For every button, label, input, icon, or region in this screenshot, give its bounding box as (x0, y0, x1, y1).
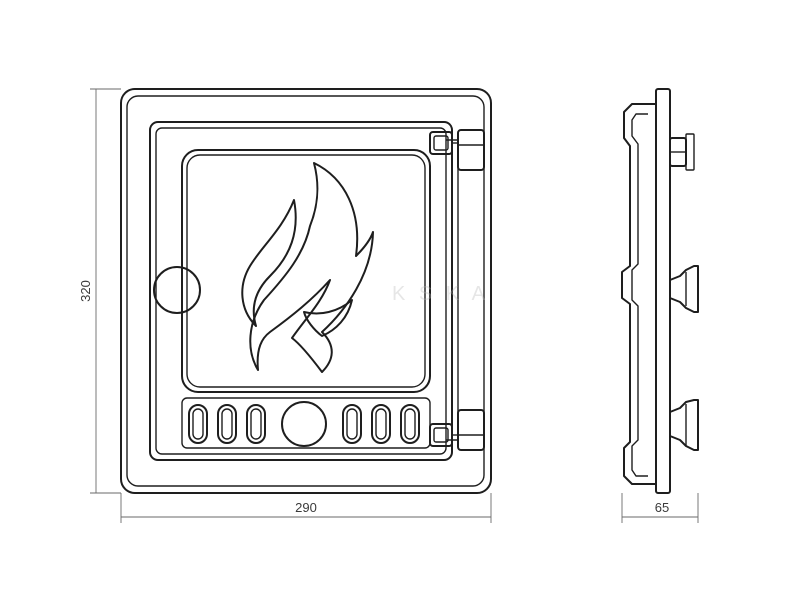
hinge-top (429, 129, 485, 171)
width-dimension: 290 (120, 493, 492, 523)
depth-dimension: 65 (621, 493, 699, 523)
vent-slot-2-inner (221, 408, 233, 440)
front-view (120, 88, 492, 494)
side-hinge-bottom (669, 399, 699, 451)
height-dimension-label: 320 (78, 280, 93, 302)
width-dimension-label: 290 (295, 500, 317, 515)
flame-ornament (241, 162, 374, 373)
height-dimension: 320 (78, 88, 121, 494)
outer-frame (120, 88, 492, 494)
flame-inner-curl (303, 299, 353, 337)
vent-slot-6-inner (404, 408, 416, 440)
vent-slot-1-inner (192, 408, 204, 440)
flame-left-tongue (241, 199, 297, 327)
glass-panel (181, 149, 431, 393)
vent-slot-4 (342, 404, 362, 444)
flame-main (249, 162, 374, 373)
vent-damper (281, 401, 327, 447)
vent-slot-6 (400, 404, 420, 444)
side-handle (669, 265, 699, 313)
depth-dimension-label: 65 (655, 500, 669, 515)
side-door-inner-profile (631, 113, 648, 477)
vent-slot-5-inner (375, 408, 387, 440)
hinge-top-barrel (457, 129, 485, 171)
air-vent-row (181, 397, 431, 449)
side-door-profile (621, 103, 657, 485)
vent-slot-3-inner (250, 408, 262, 440)
glass-panel-inner-edge (186, 154, 426, 388)
vent-slot-1 (188, 404, 208, 444)
side-view (621, 88, 699, 494)
vent-frame (181, 397, 431, 449)
side-hinge-top (669, 133, 695, 171)
vent-slot-3 (246, 404, 266, 444)
side-frame (655, 88, 671, 494)
hinge-bottom (429, 409, 485, 451)
hinge-top-plate-inner (433, 135, 449, 151)
outer-frame-inner-edge (126, 95, 485, 487)
hinge-bottom-plate-inner (433, 427, 449, 443)
handle-knob (153, 266, 201, 314)
hinge-bottom-barrel (457, 409, 485, 451)
door-leaf (149, 121, 453, 461)
watermark: K S K A (392, 283, 489, 305)
door-leaf-inner-edge (155, 127, 447, 455)
vent-slot-4-inner (346, 408, 358, 440)
vent-slot-2 (217, 404, 237, 444)
vent-slot-5 (371, 404, 391, 444)
